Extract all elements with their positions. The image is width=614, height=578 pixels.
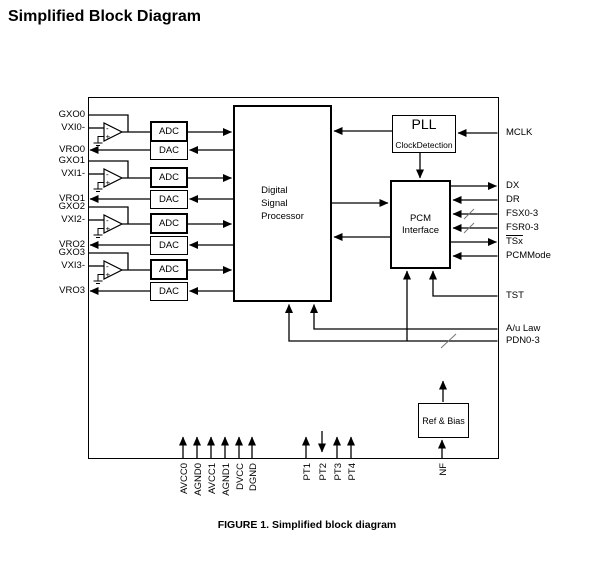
svg-text:+: + bbox=[106, 133, 111, 142]
dac-block-1: DAC bbox=[150, 190, 188, 209]
pin-label-pcmmode: PCMMode bbox=[506, 250, 551, 261]
pll-label: PLL bbox=[411, 116, 437, 132]
pin-label-vxi1: VXI1- bbox=[61, 168, 85, 179]
pcm-interface-block: PCM Interface bbox=[390, 180, 451, 269]
pin-label-agnd1: AGND1 bbox=[221, 463, 232, 496]
pin-label-vxi2: VXI2- bbox=[61, 214, 85, 225]
pcm-label: PCM Interface bbox=[402, 213, 439, 237]
adc-block-0: ADC bbox=[150, 121, 188, 142]
wire-gxo1-feedback bbox=[88, 160, 129, 178]
pll-block: PLL ClockDetection bbox=[392, 115, 456, 153]
pin-label-vxi0: VXI0- bbox=[61, 122, 85, 133]
pin-label-gxo0: GXO0 bbox=[58, 109, 85, 120]
pin-label-pt4: PT4 bbox=[347, 463, 358, 480]
bus-slash-fsx bbox=[463, 208, 475, 220]
bus-slash-pdn bbox=[440, 333, 457, 349]
pin-label-pt2: PT2 bbox=[318, 463, 329, 480]
bottom-pin-labels: AVCC0 AGND0 AVCC1 AGND1 DVCC DGND PT1 PT… bbox=[179, 463, 449, 496]
dsp-label: Digital Signal Processor bbox=[261, 184, 304, 223]
chip-outline bbox=[88, 97, 499, 459]
dac-label-0: DAC bbox=[158, 144, 180, 156]
clock-detection-label: ClockDetection bbox=[395, 140, 453, 150]
svg-text:-: - bbox=[106, 216, 109, 225]
dac-label-2: DAC bbox=[158, 239, 180, 251]
pin-label-vro2: VRO2 bbox=[59, 239, 85, 250]
pin-label-tsx: TSx bbox=[506, 236, 523, 247]
pin-label-tst: TST bbox=[506, 290, 524, 301]
wire-gxo2-feedback bbox=[88, 206, 129, 224]
wire-aulaw-dsp bbox=[310, 304, 498, 330]
pin-label-pdn: PDN0-3 bbox=[506, 335, 540, 346]
adc-label-1: ADC bbox=[158, 171, 180, 183]
pin-label-fsr: FSR0-3 bbox=[506, 222, 539, 233]
opamp0-symbol bbox=[103, 122, 124, 142]
figure-caption: FIGURE 1. Simplified block diagram bbox=[217, 519, 397, 531]
dsp-block: Digital Signal Processor bbox=[233, 105, 332, 302]
wire-gxo3-feedback bbox=[88, 252, 129, 270]
svg-text:+: + bbox=[106, 225, 111, 234]
pin-label-dr: DR bbox=[506, 194, 520, 205]
dsp-label-line2: Signal bbox=[261, 198, 288, 209]
adc-label-2: ADC bbox=[158, 217, 180, 229]
connection-lines bbox=[88, 114, 498, 458]
ground0-symbol bbox=[93, 136, 104, 146]
page-title: Simplified Block Diagram bbox=[8, 8, 201, 25]
svg-text:-: - bbox=[106, 170, 109, 179]
dsp-label-line3: Processor bbox=[261, 211, 304, 222]
pin-label-avcc1: AVCC1 bbox=[207, 463, 218, 494]
pin-label-vxi3: VXI3- bbox=[61, 260, 85, 271]
pin-label-dx: DX bbox=[506, 180, 520, 191]
pin-label-fsx: FSX0-3 bbox=[506, 208, 539, 219]
pin-label-gxo2: GXO2 bbox=[58, 201, 85, 212]
ref-bias-block: Ref & Bias bbox=[418, 403, 469, 438]
pin-label-dvcc: DVCC bbox=[235, 463, 246, 490]
pin-label-pt1: PT1 bbox=[302, 463, 313, 480]
ref-bias-label: Ref & Bias bbox=[422, 415, 465, 426]
pcm-label-line1: PCM bbox=[409, 212, 432, 224]
opamp3-symbol bbox=[103, 260, 124, 280]
pin-label-gxo1: GXO1 bbox=[58, 155, 85, 166]
pin-label-vro3: VRO3 bbox=[59, 285, 85, 296]
wire-gxo0-feedback bbox=[88, 114, 129, 132]
adc-block-1: ADC bbox=[150, 167, 188, 188]
pin-label-vro0: VRO0 bbox=[59, 144, 85, 155]
opamp2-symbol bbox=[103, 214, 124, 234]
adc-label-3: ADC bbox=[158, 263, 180, 275]
pcm-label-line2: Interface bbox=[402, 224, 439, 236]
adc-block-2: ADC bbox=[150, 213, 188, 234]
dac-label-3: DAC bbox=[158, 285, 180, 297]
opamp-signs: -+ -+ -+ -+ bbox=[106, 124, 111, 280]
pin-label-dgnd: DGND bbox=[248, 463, 259, 491]
pin-label-aulaw: A/u Law bbox=[506, 323, 541, 334]
wire-tst bbox=[429, 270, 498, 297]
svg-text:-: - bbox=[106, 124, 109, 133]
svg-text:-: - bbox=[106, 262, 109, 271]
dac-block-2: DAC bbox=[150, 236, 188, 255]
pin-label-nf: NF bbox=[438, 463, 449, 476]
dac-block-0: DAC bbox=[150, 141, 188, 160]
ground1-symbol bbox=[93, 182, 104, 192]
ground3-symbol bbox=[93, 274, 104, 284]
bus-slash-fsr bbox=[463, 222, 475, 234]
wire-pdn-dsp bbox=[285, 304, 498, 342]
pin-label-avcc0: AVCC0 bbox=[179, 463, 190, 494]
pin-label-mclk: MCLK bbox=[506, 127, 533, 138]
svg-text:+: + bbox=[106, 271, 111, 280]
adc-block-3: ADC bbox=[150, 259, 188, 280]
pin-label-agnd0: AGND0 bbox=[193, 463, 204, 496]
adc-label-0: ADC bbox=[158, 125, 180, 137]
dac-block-3: DAC bbox=[150, 282, 188, 301]
pin-label-vro1: VRO1 bbox=[59, 193, 85, 204]
svg-text:+: + bbox=[106, 179, 111, 188]
opamp1-symbol bbox=[103, 168, 124, 188]
dac-label-1: DAC bbox=[158, 193, 180, 205]
pin-label-gxo3: GXO3 bbox=[58, 247, 85, 258]
dsp-label-line1: Digital bbox=[261, 185, 288, 196]
ground2-symbol bbox=[93, 228, 104, 238]
pin-label-pt3: PT3 bbox=[333, 463, 344, 480]
